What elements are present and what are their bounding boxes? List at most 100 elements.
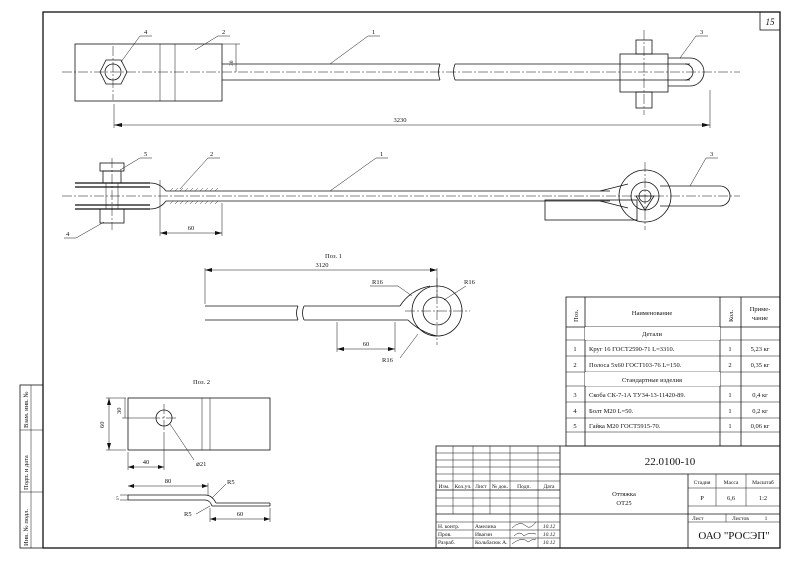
tb-sheets: 1	[765, 516, 768, 522]
tb-stage-label: Стадия	[694, 480, 711, 486]
spec-head-name: Наименование	[632, 310, 673, 317]
spec-row-5-qty: 1	[728, 423, 731, 430]
main-view-side	[62, 157, 740, 239]
callout-3-side: 3	[710, 151, 713, 158]
pos1-dim-60: 60	[363, 341, 370, 348]
tb-head-date: Дата	[544, 484, 556, 490]
tb-mass: 6,6	[727, 495, 736, 502]
tb-role-razrab: Разраб.	[438, 539, 456, 546]
spec-row-2-note: 0,35 кг	[751, 362, 770, 369]
callout-4-top: 4	[144, 29, 148, 36]
spec-row-4-pos: 4	[573, 408, 577, 415]
drawing-title-1: Оттяжка	[612, 491, 636, 498]
tb-scale: 1:2	[759, 495, 767, 502]
company-name: ОАО "РОСЭП"	[698, 530, 769, 542]
callout-1-side: 1	[380, 151, 383, 158]
pos2-drawing	[106, 397, 271, 522]
spec-row-4-note: 0,2 кг	[752, 408, 768, 415]
pos2-title: Поз. 2	[193, 379, 210, 386]
tb-sheets-label: Листов	[732, 516, 749, 522]
pos1-r16-a: R16	[372, 279, 384, 286]
pos2-dim-30: 30	[116, 408, 123, 415]
dim-bottom-60: 60	[188, 225, 195, 232]
spec-row-3-qty: 1	[728, 392, 731, 399]
tb-head-kolich: Кол.уч.	[454, 484, 472, 490]
spec-row-1-name: Круг 16 ГОСТ2590-71 L=3310.	[589, 346, 675, 353]
spec-row-1-pos: 1	[573, 346, 576, 353]
drawing-title-2: ОТ25	[616, 500, 631, 507]
sheet-mark: 15	[766, 17, 776, 27]
tb-date-2: 10.12	[543, 532, 556, 538]
spec-head-note: Приме-чание	[750, 306, 771, 322]
pos2-dim-60-bot: 60	[237, 511, 244, 518]
tb-role-nkontr: Н. контр.	[438, 524, 460, 530]
spec-section-details: Детали	[642, 331, 663, 338]
tb-date-3: 10.12	[543, 540, 556, 546]
spec-row-2-name: Полоса 5x60 ГОСТ103-76 L=150.	[589, 362, 682, 369]
tb-head-doc: № док.	[492, 484, 509, 490]
callout-4-side: 4	[66, 231, 70, 238]
nut-hex-icon	[99, 59, 128, 85]
spec-row-2-qty: 2	[728, 362, 731, 369]
callout-3-top: 3	[700, 29, 703, 36]
stamp-sign-date: Подп. и дата	[23, 455, 30, 490]
tb-head-sign: Подп.	[517, 484, 531, 490]
spec-head-pos: Поз.	[573, 309, 580, 322]
tb-date-1: 10.12	[543, 524, 556, 530]
spec-row-2-pos: 2	[573, 362, 576, 369]
spec-row-4-name: Болт М20 L=50.	[589, 408, 634, 415]
spec-section-bg-2	[585, 372, 720, 386]
stamp-replace-inv: Взам. инв. №	[23, 391, 30, 428]
tb-name-1: Амелина	[475, 524, 497, 530]
pos1-r16-b: R16	[464, 279, 476, 286]
title-block-grid	[435, 445, 781, 549]
spec-row-4-qty: 1	[728, 408, 731, 415]
spec-section-std: Стандартные изделия	[622, 377, 682, 384]
tb-mass-label: Масса	[724, 480, 739, 486]
pos1-r16-c: R16	[382, 357, 394, 364]
spec-row-5-name: Гайка М20 ГОСТ5915-70.	[589, 423, 661, 430]
callout-2-side: 2	[210, 151, 213, 158]
callout-1-top: 1	[372, 29, 375, 36]
tb-sheet-label: Лист	[692, 516, 704, 522]
spec-row-1-note: 5,23 кг	[751, 346, 770, 353]
sheet-mark-box	[759, 11, 781, 31]
spec-section-bg-1	[585, 327, 720, 340]
spec-row-3-name: Скоба СК-7-1А ТУ34-13-11420-89.	[589, 392, 686, 399]
signature-2	[513, 532, 537, 537]
spec-row-3-pos: 3	[573, 392, 576, 399]
pos2-dim-40: 40	[143, 459, 150, 466]
side-stamp: Взам. инв. № Подп. и дата Инв. № подл.	[19, 384, 44, 549]
spec-row-3-note: 0,4 кг	[752, 392, 768, 399]
tb-name-2: Ивагин	[475, 532, 492, 538]
sheet-frame	[42, 11, 781, 549]
spec-row-5-pos: 5	[573, 423, 576, 430]
signature-1	[511, 521, 537, 529]
dim-total-3230: 3230	[394, 117, 407, 124]
signature-3	[511, 538, 537, 545]
pos2-dim-80: 80	[165, 478, 172, 485]
pos2-dim-60: 60	[99, 422, 106, 429]
tb-name-3: Кольбасюк А.	[475, 539, 508, 546]
pos2-dim-hole: ⌀21	[196, 461, 206, 468]
pos1-dim-3120: 3120	[316, 262, 329, 269]
pos2-dim-r5-bot: R5	[184, 511, 192, 518]
pos2-dim-r5-top: R5	[227, 479, 235, 486]
spec-row-5-note: 0,06 кг	[751, 423, 770, 430]
main-view-top	[62, 30, 740, 128]
spec-head-qty: Кол.	[728, 310, 735, 322]
stamp-original-inv: Инв. № подл.	[23, 509, 30, 546]
callout-2-top: 2	[222, 29, 225, 36]
callout-5-side: 5	[144, 151, 147, 158]
spec-row-1-qty: 1	[728, 346, 731, 353]
drawing-number: 22.0100-10	[645, 456, 696, 468]
pos1-drawing	[204, 268, 470, 359]
tb-head-list: Лист	[475, 484, 487, 490]
dim-offset-30: 30	[229, 60, 235, 66]
tb-head-izm: Изм.	[439, 484, 451, 490]
pos1-title: Поз. 1	[325, 253, 342, 260]
tb-scale-label: Масштаб	[752, 479, 774, 486]
tb-role-prov: Пров.	[438, 532, 452, 538]
